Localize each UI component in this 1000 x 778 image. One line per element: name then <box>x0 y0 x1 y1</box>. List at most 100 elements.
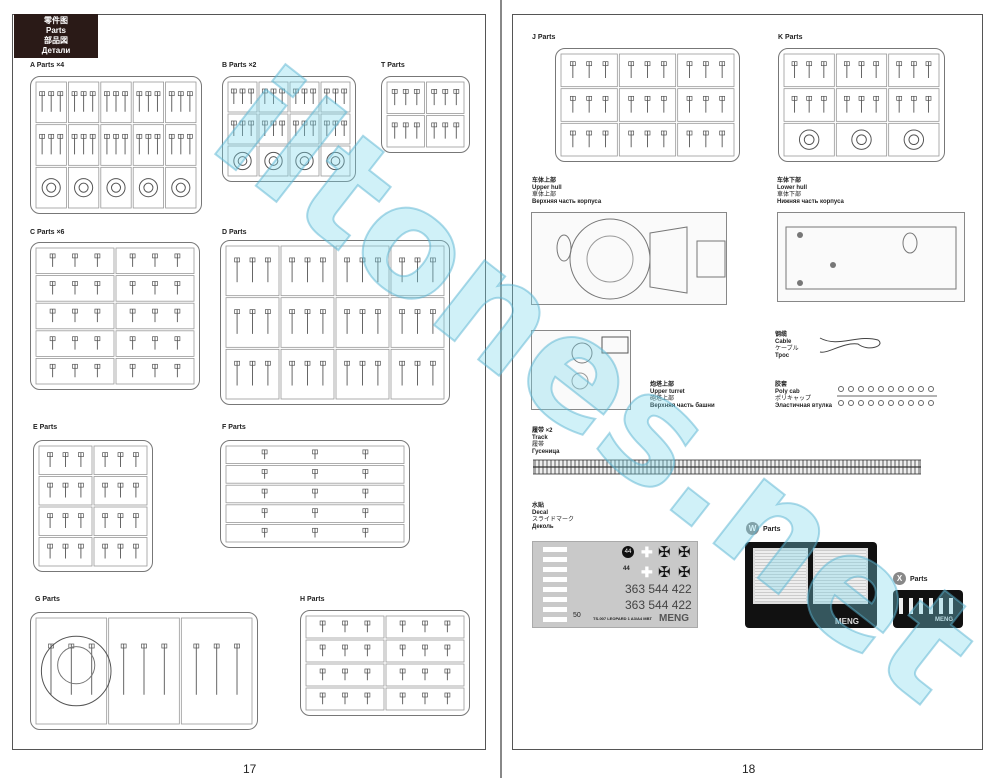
sprue-frame <box>225 245 445 400</box>
en: Upper hull <box>532 185 562 191</box>
poly-cap <box>908 386 914 392</box>
label-t-parts: T Parts <box>381 62 405 69</box>
decal-plate <box>543 577 567 582</box>
sprue-frame <box>225 445 405 543</box>
label-k-parts: K Parts <box>778 34 803 41</box>
sprue-frame <box>35 81 197 209</box>
cn: 履带 ×2 <box>532 428 553 434</box>
poly-cap <box>898 386 904 392</box>
meng-logo: MENG <box>935 617 953 623</box>
decal-50: 50 <box>573 612 581 619</box>
poly-cap <box>858 400 864 406</box>
jp: 履帯 <box>532 442 545 448</box>
en: Cable <box>775 339 792 345</box>
header-cn: 零件图 <box>44 16 68 25</box>
lower-hull-svg <box>785 226 957 290</box>
label-d-parts: D Parts <box>222 229 247 236</box>
sprue-frame <box>305 615 465 711</box>
cn: 钢缆 <box>775 332 788 338</box>
header-en: Parts <box>45 26 66 35</box>
cn: 水贴 <box>532 503 545 509</box>
cable-drawing <box>819 337 881 353</box>
decal-numbers-1: 363 544 422 <box>625 582 692 596</box>
poly-cap <box>848 386 854 392</box>
page-divider <box>500 0 502 778</box>
decal-label: 水贴 Decal スライドマーク Деколь <box>532 503 574 531</box>
upper-hull-label: 车体上部 Upper hull 車体上部 Верхняя часть корпу… <box>532 178 601 206</box>
decal-plate <box>543 547 567 552</box>
upper-hull-svg <box>556 218 726 300</box>
upper-turret-drawing <box>531 330 631 410</box>
decal-sheet: 44 ✚ ✠ ✠ ✚ ✠ ✠ 44 363 544 422 363 544 42… <box>532 541 698 628</box>
x-parts-fret: MENG <box>893 590 963 628</box>
poly-cap <box>888 386 894 392</box>
poly-cap-label: 胶套 Poly cab ポリキャップ Эластичная втулка <box>775 382 832 410</box>
iron-cross-white: ✚ <box>641 564 653 580</box>
engine-grille-right <box>813 548 868 604</box>
sprue-k <box>778 48 945 162</box>
label-j-parts: J Parts <box>532 34 556 41</box>
jp: 車体下部 <box>777 192 802 198</box>
poly-cap <box>868 386 874 392</box>
sprue-j <box>555 48 740 162</box>
cn: 车体上部 <box>532 178 557 184</box>
upper-hull-drawing <box>531 212 727 305</box>
sprue-e <box>33 440 153 572</box>
poly-cap <box>898 400 904 406</box>
ru: Верхняя часть башни <box>650 403 715 409</box>
w-parts-icon: W <box>746 522 759 535</box>
iron-cross-black: ✠ <box>678 544 691 561</box>
page-number-right: 18 <box>742 762 756 776</box>
decal-plate <box>543 617 567 622</box>
sprue-g <box>30 612 258 730</box>
iron-cross-black: ✠ <box>678 564 691 581</box>
poly-cap <box>848 400 854 406</box>
sprue-f <box>220 440 410 548</box>
poly-cap <box>928 386 934 392</box>
decal-numbers-2: 363 544 422 <box>625 598 692 612</box>
poly-cap <box>918 386 924 392</box>
cn: 车体下部 <box>777 178 802 184</box>
jp: 砲塔上部 <box>650 396 675 402</box>
jp: スライドマーク <box>532 517 575 523</box>
poly-cap <box>878 386 884 392</box>
cn: 胶套 <box>775 382 788 388</box>
parts-header: 零件图 Parts 部品図 Детали <box>14 14 98 58</box>
poly-cap <box>838 386 844 392</box>
poly-cap <box>878 400 884 406</box>
track-drawing <box>533 459 921 475</box>
header-jp: 部品図 <box>44 36 68 45</box>
header-ru: Детали <box>41 46 71 55</box>
w-parts-label: Parts <box>763 526 781 533</box>
label-a-parts: A Parts ×4 <box>30 62 65 69</box>
sprue-frame <box>35 617 253 725</box>
label-c-parts: C Parts ×6 <box>30 229 65 236</box>
x-parts-label: Parts <box>910 576 928 583</box>
iron-cross-black: ✠ <box>658 544 671 561</box>
en: Track <box>532 435 548 441</box>
x-parts-icon: X <box>893 572 906 585</box>
label-e-parts: E Parts <box>33 424 58 431</box>
sprue-c <box>30 242 200 390</box>
ru: Нижняя часть корпуса <box>777 199 844 205</box>
poly-cap <box>868 400 874 406</box>
sprue-frame <box>35 247 195 385</box>
engine-grille-left <box>753 548 808 604</box>
lower-hull-label: 车体下部 Lower hull 車体下部 Нижняя часть корпус… <box>777 178 844 206</box>
poly-cap <box>928 400 934 406</box>
decal-plate <box>543 607 567 612</box>
w-parts-fret: MENG <box>745 542 877 628</box>
meng-logo: MENG <box>835 617 859 626</box>
sprue-frame <box>783 53 940 157</box>
poly-cap <box>858 386 864 392</box>
sprue-frame <box>560 53 735 157</box>
iron-cross-black: ✠ <box>658 564 671 581</box>
track-label: 履带 ×2 Track 履帯 Гусеница <box>532 428 559 456</box>
en: Poly cab <box>775 389 800 395</box>
decal-badge: 44 <box>622 546 634 558</box>
sprue-frame <box>227 81 351 177</box>
decal-plate <box>543 557 567 562</box>
decal-44: 44 <box>623 566 630 572</box>
decal-title: TS-007 LEOPARD 1 A3/A4 MBT <box>593 616 652 621</box>
upper-turret-label: 炮塔上部 Upper turret 砲塔上部 Верхняя часть баш… <box>650 382 715 410</box>
